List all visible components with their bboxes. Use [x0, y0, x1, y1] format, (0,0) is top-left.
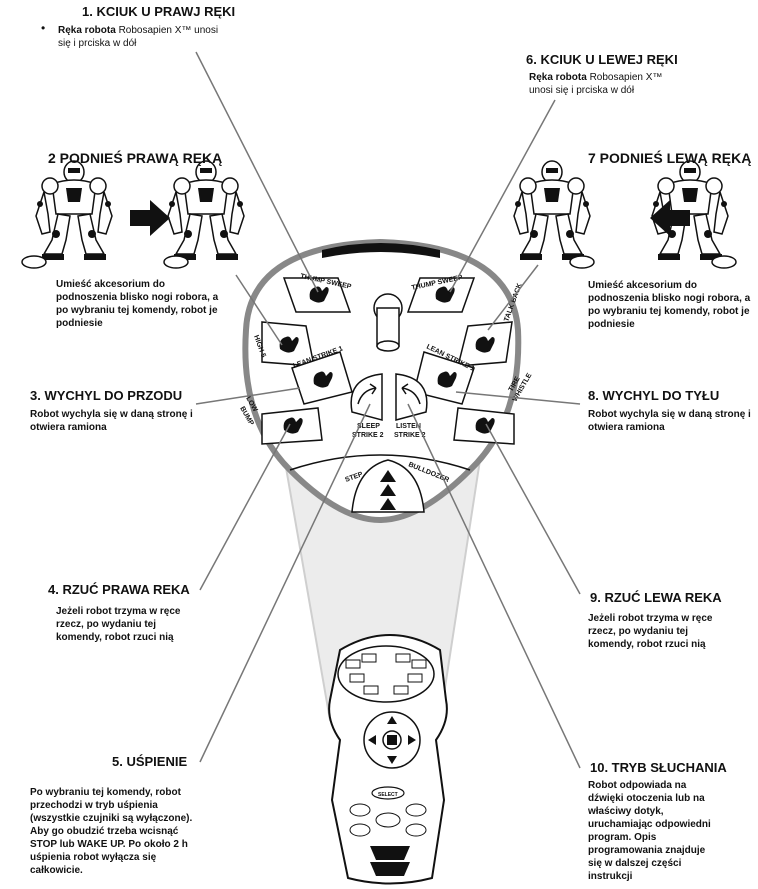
command-9-desc: Jeżeli robot trzyma w ręce rzecz, po wyd… [588, 613, 713, 650]
command-2-title: 2 PODNIEŚ PRAWĄ RĘKĄ [48, 150, 223, 166]
arrow-right-icon [130, 200, 170, 236]
robot-left-arm-before [513, 160, 591, 261]
leader-lines [195, 51, 581, 769]
command-3-title: 3. WYCHYL DO PRZODU [30, 388, 183, 403]
robot-right-arm-before [35, 160, 113, 261]
command-8-title: 8. WYCHYL DO TYŁU [588, 388, 720, 403]
command-10-desc: Robot odpowiada na dźwięki otoczenia lub… [588, 780, 711, 882]
command-1-desc: Ręka robota Robosapien X™ unosi się i pr… [58, 25, 219, 49]
btn-strike2-right-label: STRIKE 2 [394, 432, 426, 439]
remote-full: SELECT [328, 634, 448, 885]
command-8-desc: Robot wychyla się w daną stronę i otwier… [588, 409, 751, 433]
btn-listen-label: LISTEN [396, 423, 421, 430]
command-4-title: 4. RZUĆ PRAWA REKA [48, 582, 190, 597]
command-5-title: 5. UŚPIENIE [112, 754, 188, 769]
robot-right-arm-after [167, 160, 245, 261]
btn-sleep-label: SLEEP [357, 423, 380, 430]
command-1-title: 1. KCIUK U PRAWJ RĘKI [82, 4, 236, 19]
command-3-desc: Robot wychyla się w daną stronę i otwier… [30, 409, 193, 433]
command-7-desc: Umieść akcesorium do podnoszenia blisko … [588, 280, 751, 330]
command-5-desc: Po wybraniu tej komendy, robot przechodz… [30, 787, 193, 876]
command-9-title: 9. RZUĆ LEWA REKA [590, 590, 722, 605]
command-4-desc: Jeżeli robot trzyma w ręce rzecz, po wyd… [56, 606, 181, 643]
command-7-title: 7 PODNIEŚ LEWĄ RĘKĄ [588, 150, 752, 166]
command-6-desc: Ręka robota Robosapien X™ unosi się i pr… [529, 72, 663, 96]
command-6-title: 6. KCIUK U LEWEJ RĘKI [526, 52, 678, 67]
btn-strike2-left-label: STRIKE 2 [352, 432, 384, 439]
command-10-title: 10. TRYB SŁUCHANIA [590, 760, 727, 775]
command-2-desc: Umieść akcesorium do podnoszenia blisko … [56, 279, 219, 329]
remote-select-label: SELECT [378, 792, 398, 798]
bullet: • [41, 21, 46, 35]
remote-zoom: THUMP SWEEP THUMP SWEEP HIGH 5 TALK BACK… [238, 238, 534, 524]
pickup-accessory-icons [21, 255, 737, 269]
